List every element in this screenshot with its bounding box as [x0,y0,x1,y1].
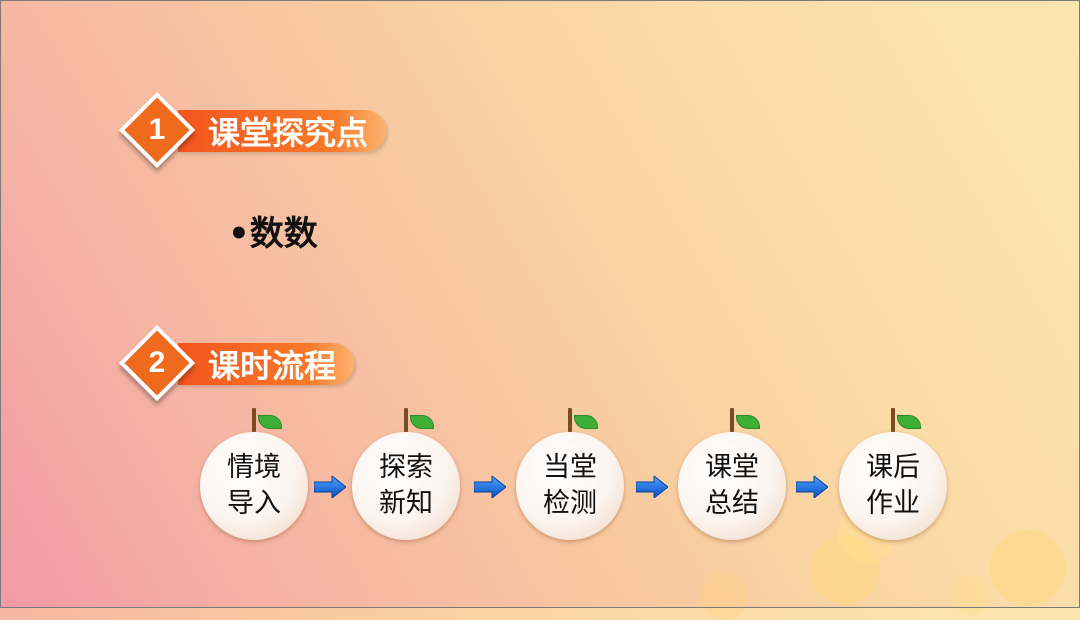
flow-step-label: 情境导入 [227,452,281,519]
stem-icon [891,408,895,432]
flow-step-label: 当堂检测 [543,452,597,519]
leaf-icon [736,415,760,429]
bokeh-circle [700,572,748,620]
flow-step-4[interactable]: 课堂总结 [678,402,786,542]
section-title-banner: 课时流程 [178,343,355,385]
leaf-icon [897,415,921,429]
arrow-right-icon [636,476,668,498]
stem-icon [252,408,256,432]
fruit-circle: 探索新知 [352,432,460,540]
bokeh-circle [810,535,880,605]
bokeh-circle [950,575,990,615]
flow-step-5[interactable]: 课后作业 [839,402,947,542]
section-number: 1 [148,113,166,146]
leaf-icon [574,415,598,429]
stem-icon [568,408,572,432]
flow-step-3[interactable]: 当堂检测 [516,402,624,542]
fruit-circle: 当堂检测 [516,432,624,540]
fruit-circle: 课后作业 [839,432,947,540]
flow-step-label: 探索新知 [379,452,433,519]
bokeh-circle [990,530,1066,606]
flow-step-label: 课后作业 [866,452,920,519]
leaf-icon [410,415,434,429]
fruit-circle: 课堂总结 [678,432,786,540]
bullet-item: •数数 [228,214,318,254]
fruit-circle: 情境导入 [200,432,308,540]
section-number: 2 [148,346,166,379]
stem-icon [404,408,408,432]
flow-step-1[interactable]: 情境导入 [200,402,308,542]
flow-step-label: 课堂总结 [705,452,759,519]
arrow-right-icon [314,476,346,498]
flow-step-2[interactable]: 探索新知 [352,402,460,542]
leaf-icon [258,415,282,429]
stem-icon [730,408,734,432]
arrow-right-icon [474,476,506,498]
section-title-banner: 课堂探究点 [178,110,387,152]
arrow-right-icon [796,476,828,498]
